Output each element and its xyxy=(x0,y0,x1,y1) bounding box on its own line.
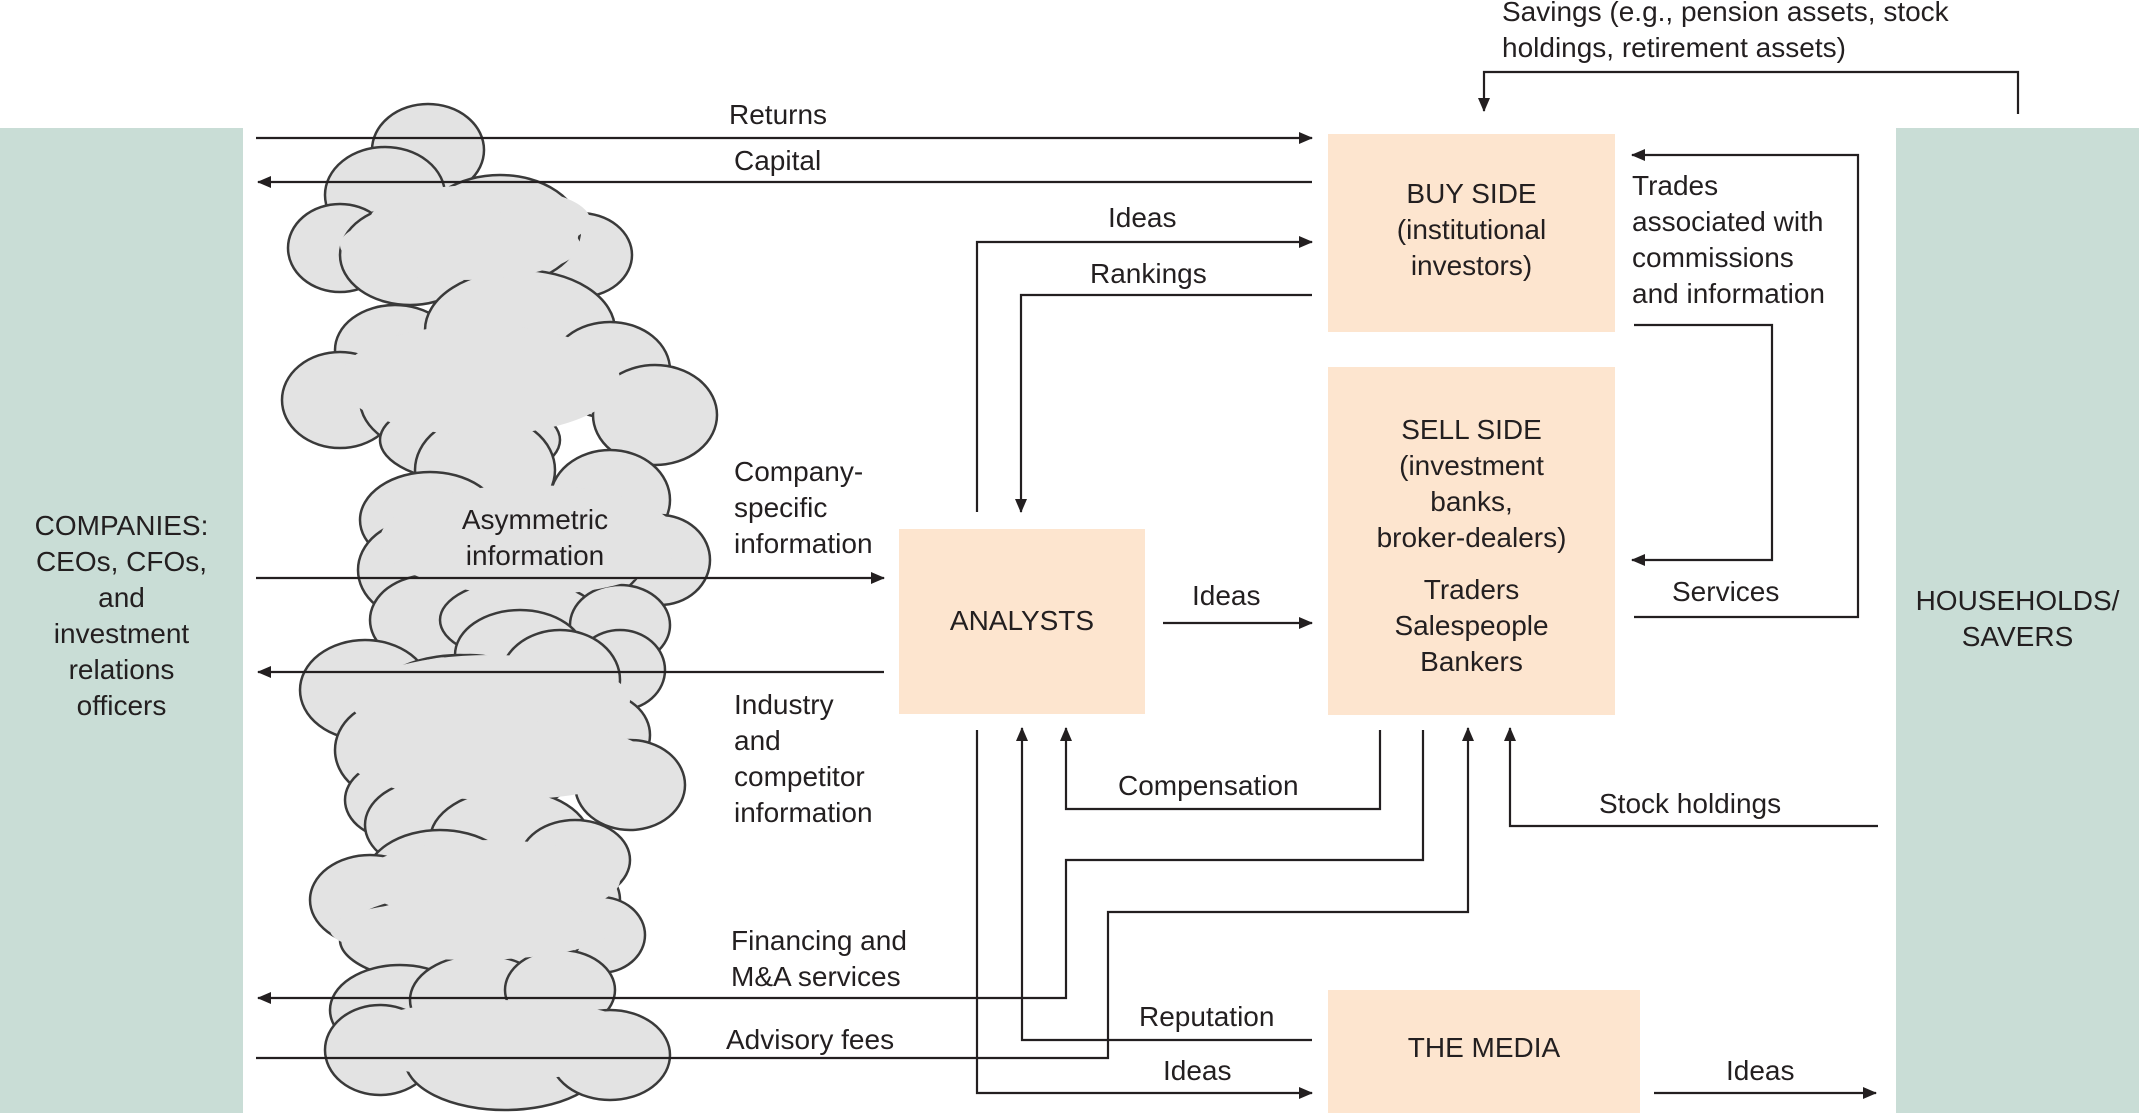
ideas-to-buy-side-label: Ideas xyxy=(1108,202,1177,233)
reputation-arrow xyxy=(1016,727,1312,1042)
trades-arrow xyxy=(1631,323,1774,566)
stock-holdings-label: Stock holdings xyxy=(1599,788,1782,819)
trades-label: Trades associated with commissions and i… xyxy=(1632,170,1826,309)
analysts-box: ANALYSTS xyxy=(899,529,1145,714)
media-label: THE MEDIA xyxy=(1407,1032,1561,1063)
compensation-label: Compensation xyxy=(1118,770,1299,801)
returns-label: Returns xyxy=(729,99,828,130)
financing-label: Financing and M&A services xyxy=(731,925,907,992)
ideas-to-media-label: Ideas xyxy=(1163,1055,1232,1086)
industry-info-label: Industry and competitor information xyxy=(734,689,873,828)
companies-panel: COMPANIES: CEOs, CFOs, and investment re… xyxy=(0,128,243,1113)
advisory-fees-label: Advisory fees xyxy=(726,1024,895,1055)
savings-label: Savings (e.g., pension assets, stock hol… xyxy=(1502,0,1949,63)
financing-arrow xyxy=(257,730,1425,1004)
ideas-to-media-arrow xyxy=(975,730,1313,1099)
households-label: HOUSEHOLDS/ SAVERS xyxy=(1915,585,2120,652)
media-box: THE MEDIA xyxy=(1328,990,1640,1113)
advisory-fees-arrow xyxy=(256,727,1474,1060)
reputation-label: Reputation xyxy=(1139,1001,1275,1032)
buy-side-box: BUY SIDE (institutional investors) xyxy=(1328,134,1615,332)
compensation-arrow xyxy=(1060,727,1382,811)
savings-arrow xyxy=(1478,70,2020,114)
companies-label: COMPANIES: CEOs, CFOs, and investment re… xyxy=(34,510,209,721)
households-panel: HOUSEHOLDS/ SAVERS xyxy=(1896,128,2139,1113)
cloud-label: Asymmetric information xyxy=(461,504,609,571)
stock-holdings-arrow xyxy=(1504,727,1878,828)
services-arrow xyxy=(1631,149,1860,619)
company-info-label: Company- specific information xyxy=(734,456,873,559)
buy-side-label: BUY SIDE (institutional investors) xyxy=(1396,178,1547,281)
ideas-to-buy-side-arrow xyxy=(975,236,1313,512)
ideas-to-households-label: Ideas xyxy=(1726,1055,1795,1086)
sell-side-roles: Traders Salespeople Bankers xyxy=(1394,574,1549,677)
capital-label: Capital xyxy=(734,145,822,176)
rankings-arrow xyxy=(1015,293,1312,513)
sell-side-box: SELL SIDE (investment banks, broker-deal… xyxy=(1328,367,1615,715)
analysts-label: ANALYSTS xyxy=(949,605,1095,636)
sell-side-label: SELL SIDE (investment banks, broker-deal… xyxy=(1376,414,1567,553)
rankings-label: Rankings xyxy=(1090,258,1207,289)
services-label: Services xyxy=(1672,576,1780,607)
ideas-to-sell-side-label: Ideas xyxy=(1192,580,1261,611)
